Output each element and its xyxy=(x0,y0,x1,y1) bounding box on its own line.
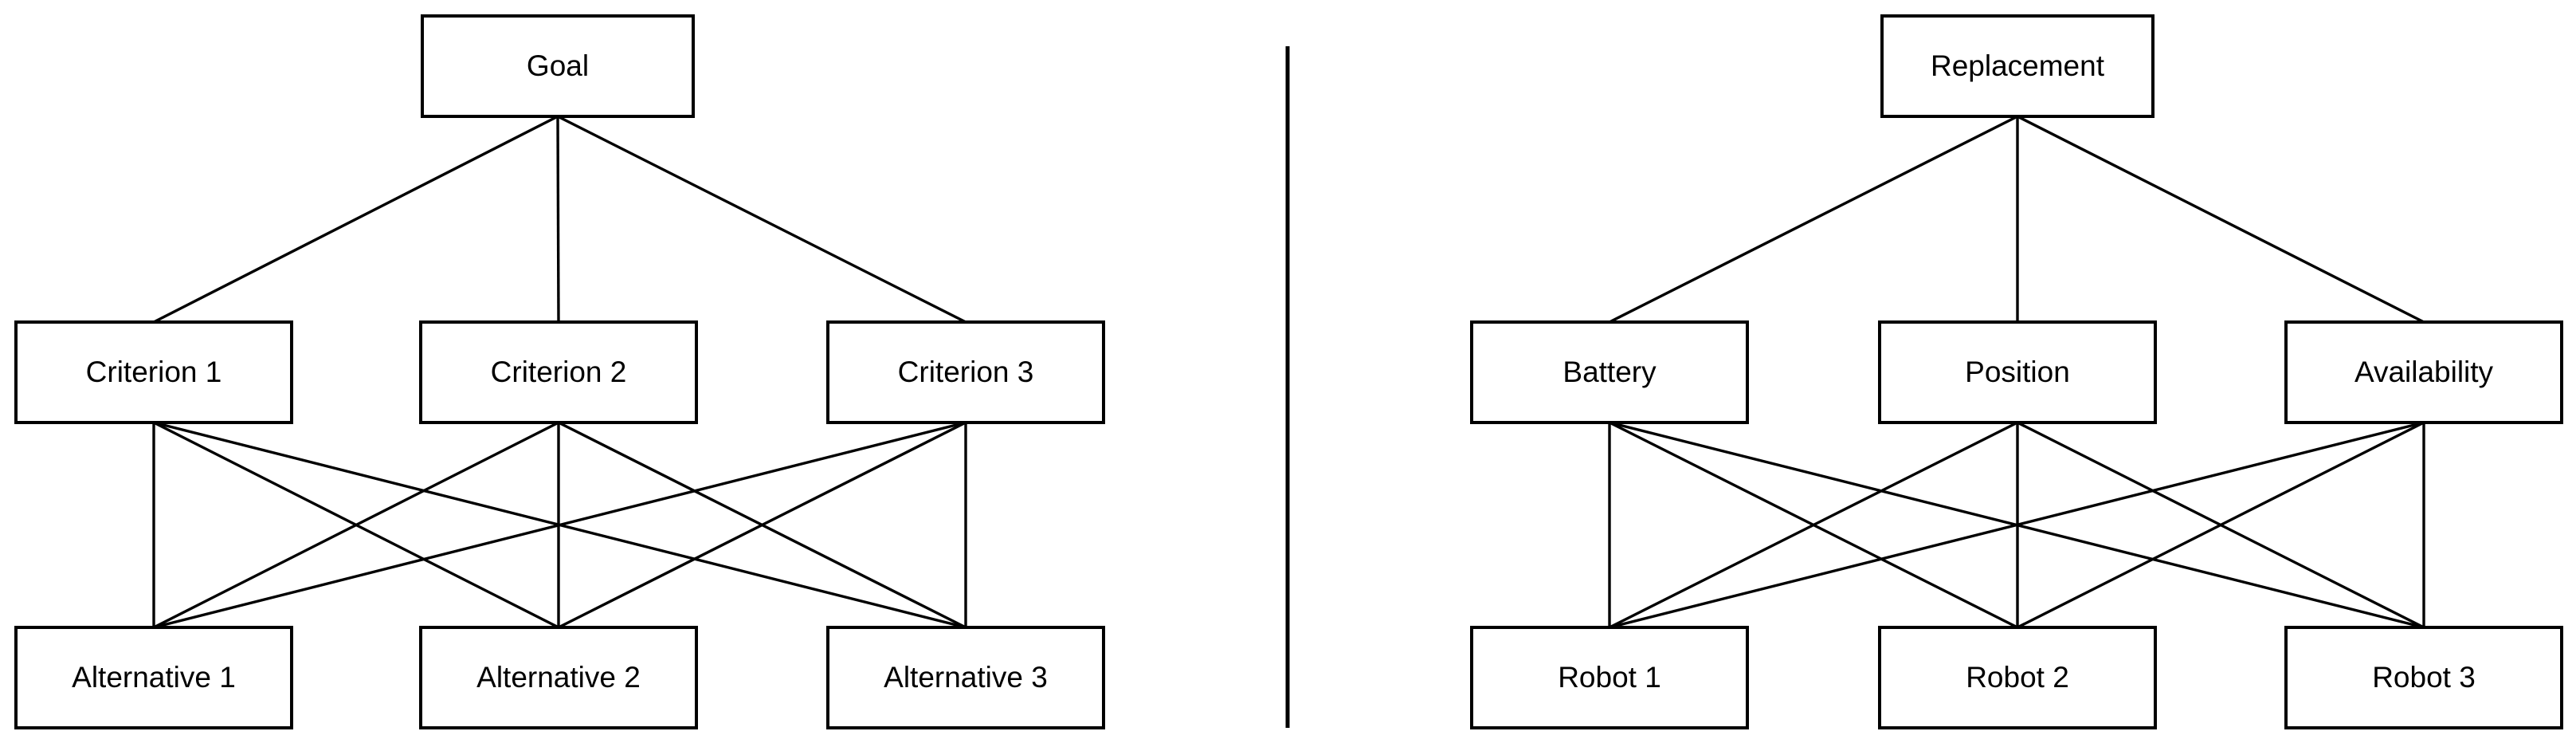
node-robot-2: Robot 2 xyxy=(1878,626,2157,729)
node-label-criterion-3: Criterion 3 xyxy=(897,355,1034,388)
node-criterion-1: Criterion 1 xyxy=(14,320,293,424)
node-label-robot-3: Robot 3 xyxy=(2372,660,2476,694)
node-label-criterion-2: Criterion 2 xyxy=(490,355,627,388)
edge-goal-to-criterion-2 xyxy=(556,116,560,323)
node-alternative-2: Alternative 2 xyxy=(419,626,698,729)
node-label-position: Position xyxy=(1965,355,2070,388)
node-goal: Goal xyxy=(421,14,695,118)
node-robot-3: Robot 3 xyxy=(2284,626,2563,729)
node-label-criterion-1: Criterion 1 xyxy=(85,355,222,388)
node-alternative-3: Alternative 3 xyxy=(826,626,1105,729)
edge-replacement-to-battery xyxy=(1609,115,2018,324)
edge-replacement-to-availability xyxy=(2017,115,2425,324)
node-label-robot-1: Robot 1 xyxy=(1558,660,1661,694)
edge-availability-to-robot-1 xyxy=(1609,421,2425,629)
edge-criterion-3-to-alternative-2 xyxy=(558,421,966,629)
node-label-alternative-1: Alternative 1 xyxy=(72,660,236,694)
node-battery: Battery xyxy=(1470,320,1749,424)
node-label-goal: Goal xyxy=(526,49,590,82)
edge-goal-to-criterion-3 xyxy=(557,115,966,324)
node-label-replacement: Replacement xyxy=(1930,49,2104,82)
edge-goal-to-criterion-1 xyxy=(153,115,559,324)
node-label-alternative-2: Alternative 2 xyxy=(476,660,641,694)
node-label-robot-2: Robot 2 xyxy=(1966,660,2069,694)
edge-availability-to-robot-2 xyxy=(2017,421,2425,629)
node-criterion-2: Criterion 2 xyxy=(419,320,698,424)
node-replacement: Replacement xyxy=(1880,14,2155,118)
node-position: Position xyxy=(1878,320,2157,424)
node-availability: Availability xyxy=(2284,320,2563,424)
node-label-battery: Battery xyxy=(1562,355,1657,388)
node-label-alternative-3: Alternative 3 xyxy=(884,660,1048,694)
edge-criterion-3-to-alternative-1 xyxy=(153,421,966,629)
edge-criterion-2-to-alternative-1 xyxy=(153,421,559,629)
node-robot-1: Robot 1 xyxy=(1470,626,1749,729)
node-label-availability: Availability xyxy=(2354,355,2494,388)
node-criterion-3: Criterion 3 xyxy=(826,320,1105,424)
node-alternative-1: Alternative 1 xyxy=(14,626,293,729)
edge-position-to-robot-1 xyxy=(1609,421,2018,629)
